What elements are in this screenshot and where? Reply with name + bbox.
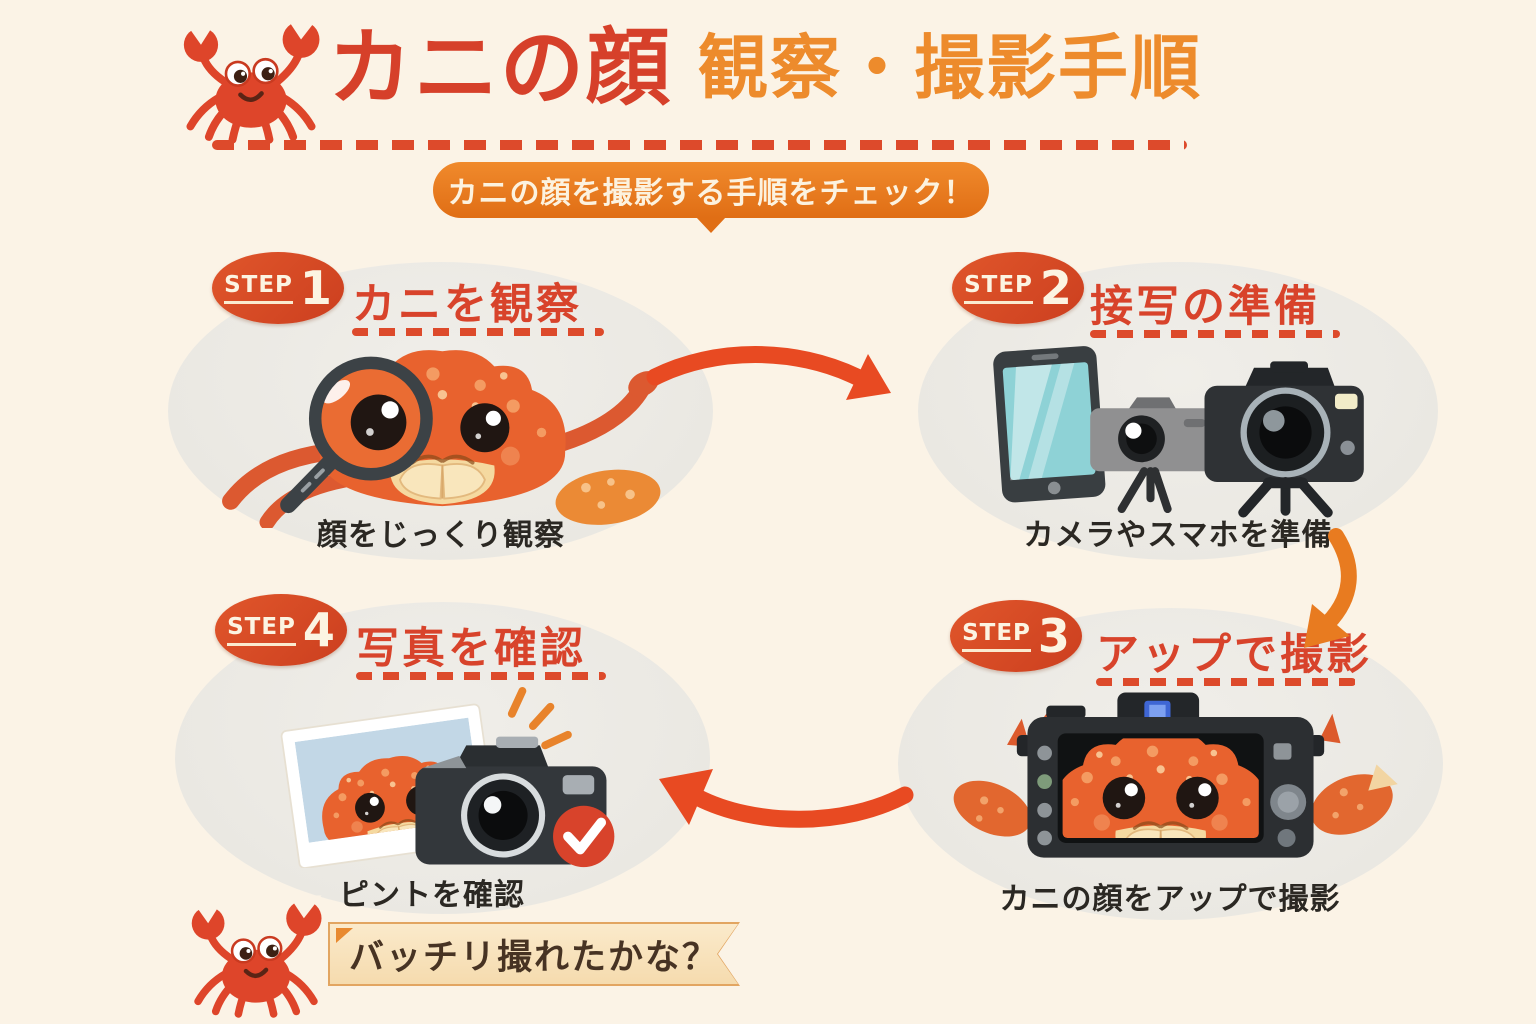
step-4-heading: 写真を確認 <box>356 624 586 674</box>
subtitle-bubble: カニの顔を撮影する手順をチェック！ <box>433 162 989 218</box>
footer-ribbon-text: バッチリ撮れたかな？ <box>348 937 719 978</box>
step-3-caption: カニの顔をアップで撮影 <box>999 882 1341 917</box>
title-dashed-divider <box>212 140 1187 150</box>
crab-mascot-icon <box>180 893 332 1019</box>
footer-ribbon-inner: バッチリ撮れたかな？ <box>330 924 738 984</box>
crab-mascot-icon <box>172 8 330 150</box>
step-4-card: STEP 4 写真を確認 <box>175 588 710 918</box>
step-4-caption: ピントを確認 <box>339 878 525 913</box>
subtitle-text: カニの顔を撮影する手順をチェック！ <box>447 176 975 211</box>
arrow-step2-to-step3-icon <box>1304 528 1357 648</box>
small-tripod <box>1117 467 1172 514</box>
step-2-card: STEP 2 接写の準備 <box>918 252 1438 562</box>
arrow-step1-to-step2-icon <box>646 346 891 400</box>
step-1-badge-number: 1 <box>299 261 332 315</box>
checkmark-icon <box>553 805 615 868</box>
step-1-badge-label: STEP <box>224 272 293 304</box>
step-1-card: STEP 1 カニを観察 <box>168 252 713 562</box>
crab-with-magnifier-illustration <box>222 348 661 528</box>
step-3-badge: STEP 3 <box>950 600 1082 672</box>
ribbon-fold <box>336 928 353 943</box>
step-3-badge-label: STEP <box>962 620 1031 652</box>
step-3-card: STEP 3 アップで撮影 <box>898 594 1443 924</box>
title-sub: 観察・撮影手順 <box>698 27 1203 109</box>
step-4-badge-number: 4 <box>302 603 335 657</box>
step-1-heading: カニを観察 <box>352 280 582 330</box>
camera-back-icon <box>1016 692 1325 858</box>
title-main: カニの顔 <box>328 19 673 117</box>
step-2-caption: カメラやスマホを準備 <box>1023 518 1333 553</box>
smartphone-icon <box>993 346 1106 503</box>
flash-sparks-icon <box>507 687 572 750</box>
step-4-heading-underline <box>356 672 606 680</box>
compact-camera-icon <box>1090 397 1217 514</box>
step-2-heading: 接写の準備 <box>1090 282 1320 332</box>
step-1-badge: STEP 1 <box>212 252 344 324</box>
arrow-step3-to-step4-icon <box>659 769 914 828</box>
step-4-badge-label: STEP <box>227 614 296 646</box>
camera-back-with-crab-illustration <box>953 692 1398 858</box>
step-2-heading-underline <box>1090 330 1340 338</box>
photo-check-illustration <box>280 687 615 868</box>
step-1-heading-underline <box>352 328 604 336</box>
step-4-badge: STEP 4 <box>215 594 347 666</box>
page-title: カニの顔 観察・撮影手順 <box>328 26 1202 110</box>
step-2-badge: STEP 2 <box>952 252 1084 324</box>
step-3-badge-number: 3 <box>1037 609 1070 663</box>
step-2-badge-number: 2 <box>1039 261 1072 315</box>
step-2-badge-label: STEP <box>964 272 1033 304</box>
cameras-and-smartphone-illustration <box>993 346 1364 518</box>
magnifying-glass-icon <box>280 356 433 514</box>
footer-ribbon: バッチリ撮れたかな？ <box>328 922 740 986</box>
dslr-camera-icon <box>1204 361 1364 518</box>
step-3-heading-underline <box>1096 678 1356 686</box>
step-1-caption: 顔をじっくり観察 <box>317 518 565 553</box>
crab-claws-behind <box>953 713 1398 837</box>
